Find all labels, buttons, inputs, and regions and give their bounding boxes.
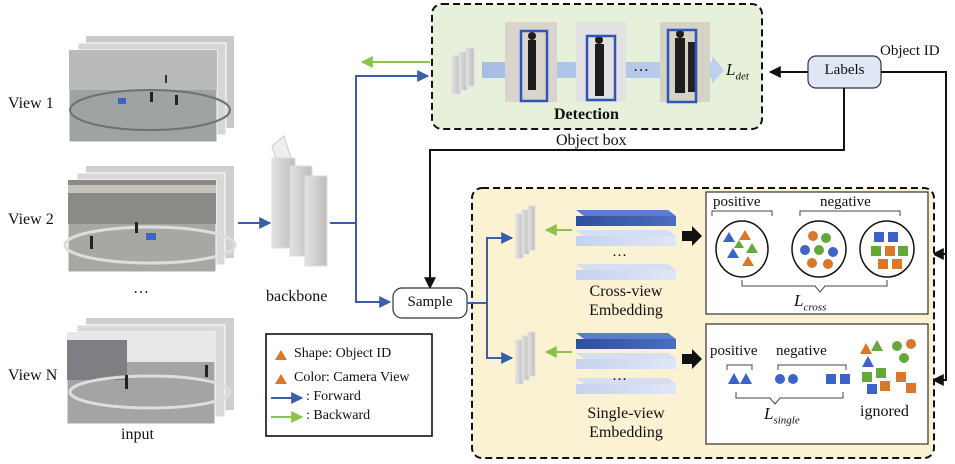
cross-positive-cluster xyxy=(715,220,769,278)
legend-forward-text: : Forward xyxy=(306,389,361,404)
view1-image-stack xyxy=(68,36,234,143)
cross-positive-triangles xyxy=(723,230,758,266)
object-box-arrow xyxy=(424,88,845,290)
sample-box-text: Sample xyxy=(407,294,453,310)
viewN-image-stack xyxy=(66,318,234,425)
backbone-feature-maps xyxy=(271,135,328,267)
object-id-label: Object ID xyxy=(880,43,940,59)
cross-view-embedding-bars xyxy=(576,210,676,280)
ignored-marks xyxy=(860,339,916,394)
view1-label: View 1 xyxy=(8,95,54,112)
cross-negative-circles xyxy=(800,231,838,269)
detection-head xyxy=(451,47,475,95)
view2-label: View 2 xyxy=(8,211,54,228)
cross-negative-squares xyxy=(871,232,908,269)
cross-loss-label: Lcross xyxy=(794,291,827,314)
legend-color-triangle-icon xyxy=(275,374,287,384)
legend-backward-text: : Backward xyxy=(306,408,371,423)
legend-shape-triangle-icon xyxy=(275,350,287,360)
cross-positive-bracket xyxy=(711,210,773,216)
single-view-ellipsis: … xyxy=(612,368,627,384)
cross-negative-cluster-squares xyxy=(859,220,915,278)
object-box-label: Object box xyxy=(556,132,627,149)
single-negative-label: negative xyxy=(776,343,827,359)
legend-shape-text: Shape: Object ID xyxy=(294,346,392,361)
single-loss-panel xyxy=(705,323,929,445)
single-positive-bracket xyxy=(726,364,753,370)
legend-color-text: Color: Camera View xyxy=(294,370,410,385)
cross-view-ellipsis: … xyxy=(612,244,627,260)
single-loss-brace xyxy=(735,392,844,405)
single-loss-label: Lsingle xyxy=(764,404,800,427)
viewN-label: View N xyxy=(8,367,58,384)
object-id-arrows xyxy=(881,71,947,386)
cross-view-head xyxy=(515,205,536,259)
single-view-embedding-bars xyxy=(576,333,676,394)
detection-crop-2 xyxy=(576,22,626,102)
single-negative-marks xyxy=(775,374,850,384)
single-view-output-arrow xyxy=(682,349,702,369)
detection-title: Detection xyxy=(554,106,619,123)
single-positive-triangles xyxy=(728,373,752,384)
input-caption: input xyxy=(121,426,154,443)
single-positive-label: positive xyxy=(710,343,758,359)
cross-negative-cluster-circles xyxy=(791,220,847,278)
labels-box-text: Labels xyxy=(824,62,865,78)
view2-image-stack xyxy=(63,166,237,273)
ignored-label: ignored xyxy=(860,403,909,420)
detection-loss-label: Ldet xyxy=(726,60,749,83)
cross-loss-brace xyxy=(741,280,888,293)
backbone-label: backbone xyxy=(266,288,328,305)
cross-negative-label: negative xyxy=(820,194,871,210)
cross-view-output-arrow xyxy=(682,226,702,246)
single-negative-bracket xyxy=(777,364,847,370)
detection-crop-3 xyxy=(660,22,710,104)
views-ellipsis: … xyxy=(133,280,149,297)
cross-negative-bracket xyxy=(799,210,901,216)
sample-forward-arrows xyxy=(467,232,514,364)
cross-positive-label: positive xyxy=(713,194,761,210)
detection-crop-1 xyxy=(505,22,557,103)
single-view-head xyxy=(515,331,536,385)
detection-ellipsis: … xyxy=(633,58,649,75)
backbone-forward-arrows xyxy=(330,70,430,308)
